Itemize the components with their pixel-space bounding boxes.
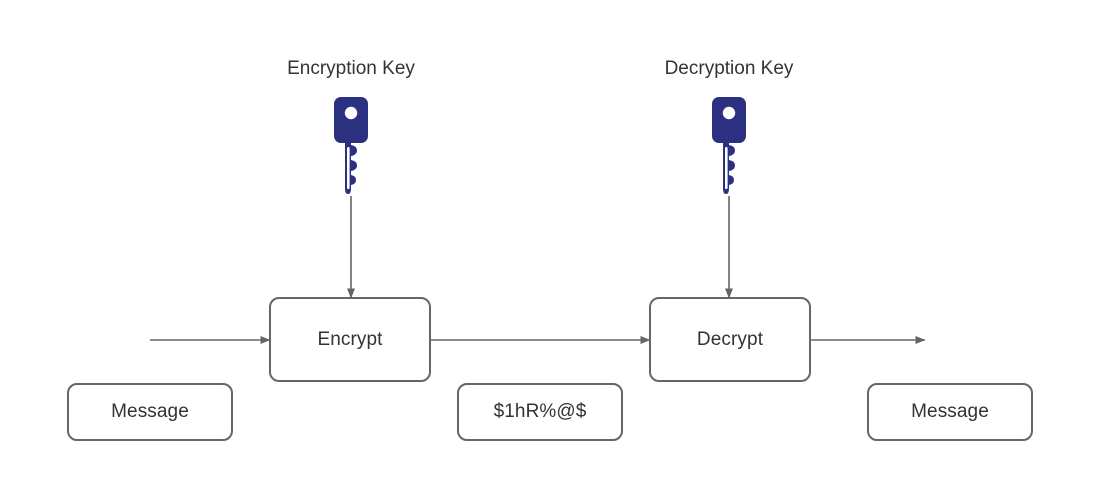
encryption-key-hit-area[interactable] xyxy=(334,97,370,197)
message-in-box[interactable] xyxy=(67,383,233,441)
decryption-key-caption: Decryption Key xyxy=(664,58,794,79)
decrypt-box[interactable] xyxy=(649,297,811,382)
message-out-box[interactable] xyxy=(867,383,1033,441)
decryption-key-hit-area[interactable] xyxy=(712,97,748,197)
encrypt-box[interactable] xyxy=(269,297,431,382)
ciphertext-box[interactable] xyxy=(457,383,623,441)
encryption-key-caption: Encryption Key xyxy=(287,58,415,79)
